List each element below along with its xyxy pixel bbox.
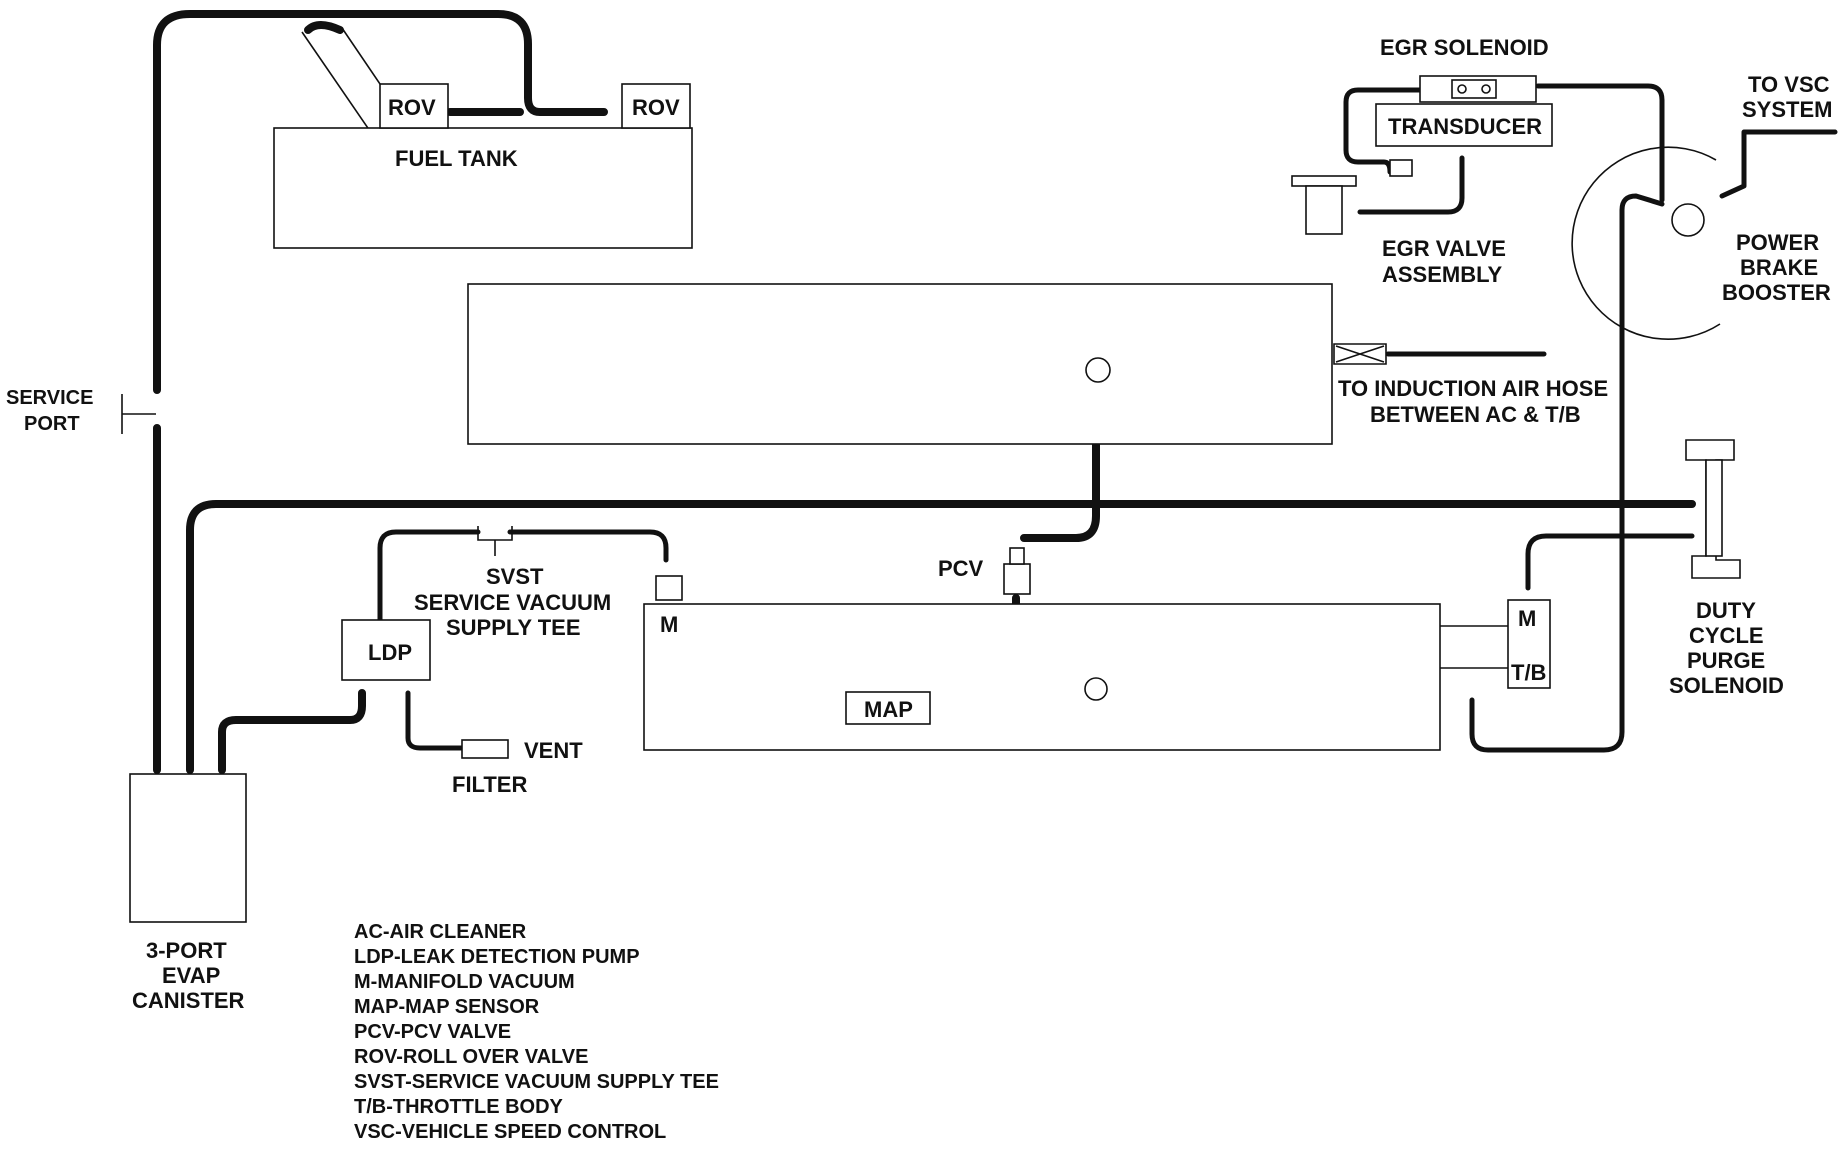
- duty-label-1: DUTY: [1696, 598, 1756, 623]
- brake-booster-arc: [1571, 146, 1721, 340]
- svst-label-1: SVST: [486, 564, 544, 589]
- legend-item: VSC-VEHICLE SPEED CONTROL: [354, 1121, 666, 1143]
- service-port-tee: [121, 394, 156, 434]
- legend-item: LDP-LEAK DETECTION PUMP: [354, 946, 640, 968]
- throttle-body: [1507, 599, 1551, 689]
- hose-purge-to-tb-m: [1525, 533, 1695, 591]
- induction-label-1: TO INDUCTION AIR HOSE: [1338, 376, 1608, 401]
- valve-cover-group: TO INDUCTION AIR HOSE BETWEEN AC & T/B: [467, 283, 1608, 445]
- hose-transducer-to-egr-valve: [1357, 155, 1465, 215]
- legend-item: MAP-MAP SENSOR: [354, 996, 540, 1018]
- hose-tb-to-brake-booster: [1469, 193, 1665, 753]
- svst-tee: [477, 526, 513, 556]
- canister-label-1: 3-PORT: [146, 938, 227, 963]
- throttle-body-neck: [1440, 625, 1508, 669]
- intake-manifold: [643, 603, 1441, 751]
- duty-label-2: CYCLE: [1689, 623, 1764, 648]
- legend-item: M-MANIFOLD VACUUM: [354, 971, 575, 993]
- pcv-valve-nipple: [1009, 547, 1025, 565]
- ldp-box: [341, 619, 431, 681]
- filter-label: FILTER: [452, 772, 527, 797]
- svst-group: SVST SERVICE VACUUM SUPPLY TEE: [414, 526, 611, 640]
- rov-right-box: [621, 83, 691, 129]
- map-box: [845, 691, 931, 725]
- transducer-box: [1375, 103, 1553, 147]
- hose-ldp-to-svst: [377, 529, 481, 649]
- fuel-tank: [273, 127, 693, 249]
- vent-filter: [461, 739, 509, 759]
- fuel-tank-group: FUEL TANK ROV ROV: [273, 27, 693, 249]
- induction-fitting: [1333, 343, 1387, 365]
- hose-canister-to-purge: [186, 500, 1696, 774]
- transducer-label: TRANSDUCER: [1388, 114, 1542, 139]
- legend-item: T/B-THROTTLE BODY: [354, 1096, 564, 1118]
- canister-label-3: CANISTER: [132, 988, 245, 1013]
- power-brake-label-2: BRAKE: [1740, 255, 1818, 280]
- ldp-label: LDP: [368, 640, 412, 665]
- ldp-group: LDP VENT FILTER: [341, 619, 583, 797]
- evap-canister-group: 3-PORT EVAP CANISTER: [129, 773, 247, 1013]
- rov-right-label: ROV: [632, 95, 680, 120]
- purge-solenoid-group: DUTY CYCLE PURGE SOLENOID: [1669, 439, 1784, 698]
- fuel-tank-label: FUEL TANK: [395, 146, 518, 171]
- legend-item: SVST-SERVICE VACUUM SUPPLY TEE: [354, 1071, 719, 1093]
- egr-solenoid-dot-2: [1481, 84, 1491, 94]
- hose-egr-solenoid-to-valve: [1343, 87, 1423, 175]
- purge-solenoid-core: [1705, 459, 1723, 557]
- egr-valve-top: [1389, 159, 1413, 177]
- valve-cover-port: [1085, 357, 1111, 383]
- hose-egr-to-brake-booster: [1535, 83, 1665, 203]
- intake-manifold-group: M MAP PCV M T/B: [643, 547, 1551, 751]
- to-vsc-label-2: SYSTEM: [1742, 97, 1832, 122]
- duty-label-3: PURGE: [1687, 648, 1765, 673]
- vent-label: VENT: [524, 738, 583, 763]
- service-port-label-2: PORT: [24, 413, 80, 435]
- valve-cover: [467, 283, 1333, 445]
- rov-left-box: [379, 83, 449, 129]
- egr-valve-body: [1305, 185, 1343, 235]
- egr-valve-label-1: EGR VALVE: [1382, 236, 1506, 261]
- legend-item: AC-AIR CLEANER: [354, 921, 527, 943]
- hose-canister-to-rov: [153, 10, 608, 774]
- brake-booster-group: POWER BRAKE BOOSTER TO VSC SYSTEM: [1571, 72, 1832, 340]
- svst-label-3: SUPPLY TEE: [446, 615, 581, 640]
- legend-item: ROV-ROLL OVER VALVE: [354, 1046, 588, 1068]
- hose-pcv-to-valve-cover: [1020, 393, 1100, 542]
- service-port-group: SERVICE PORT: [6, 387, 156, 435]
- service-port-label-1: SERVICE: [6, 387, 93, 409]
- hose-ldp-to-filter: [405, 690, 465, 751]
- egr-group: EGR SOLENOID TRANSDUCER EGR VALVE ASSEMB…: [1291, 35, 1553, 287]
- intake-port: [1084, 677, 1108, 701]
- manifold-m-fitting: [655, 575, 683, 601]
- svst-label-2: SERVICE VACUUM: [414, 590, 611, 615]
- egr-solenoid-dot-1: [1457, 84, 1467, 94]
- hose-rov-left-diagonal: [304, 21, 344, 34]
- hose-canister-to-ldp: [218, 689, 366, 774]
- m-left-label: M: [660, 612, 678, 637]
- legend: AC-AIR CLEANER LDP-LEAK DETECTION PUMP M…: [354, 921, 719, 1143]
- hose-svst-to-manifold-m: [507, 529, 669, 563]
- egr-solenoid-label: EGR SOLENOID: [1380, 35, 1549, 60]
- pcv-label: PCV: [938, 556, 984, 581]
- to-vsc-label-1: TO VSC: [1748, 72, 1830, 97]
- tb-label: T/B: [1511, 660, 1546, 685]
- egr-valve-flange: [1291, 175, 1357, 187]
- duty-label-4: SOLENOID: [1669, 673, 1784, 698]
- induction-label-2: BETWEEN AC & T/B: [1370, 402, 1581, 427]
- m-right-label: M: [1518, 606, 1536, 631]
- hose-to-vsc: [1719, 129, 1838, 199]
- map-label: MAP: [864, 697, 913, 722]
- legend-item: PCV-PCV VALVE: [354, 1021, 511, 1043]
- pcv-valve: [1003, 563, 1031, 595]
- evap-canister: [129, 773, 247, 923]
- brake-booster-port: [1671, 203, 1705, 237]
- canister-label-2: EVAP: [162, 963, 220, 988]
- egr-valve-label-2: ASSEMBLY: [1382, 262, 1503, 287]
- power-brake-label-1: POWER: [1736, 230, 1819, 255]
- rov-left-label: ROV: [388, 95, 436, 120]
- power-brake-label-3: BOOSTER: [1722, 280, 1831, 305]
